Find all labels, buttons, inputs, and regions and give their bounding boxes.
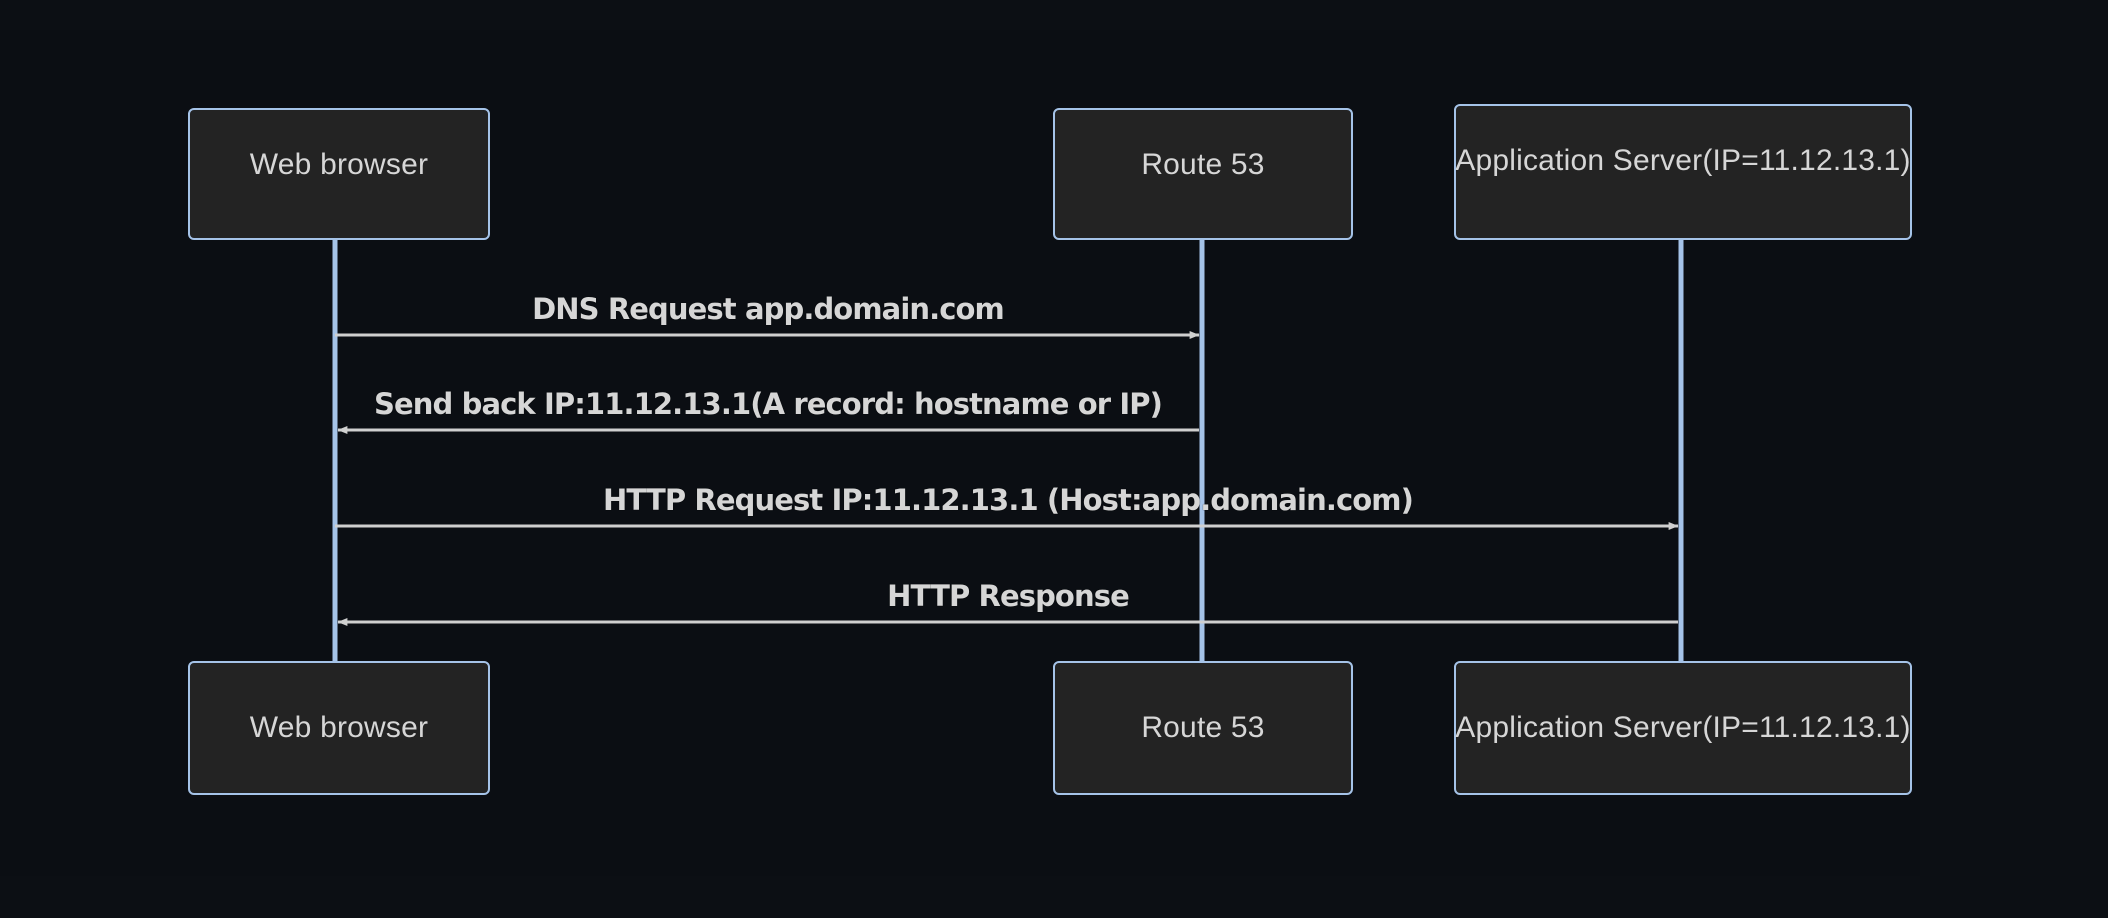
participant-box-top-route53[interactable]: Route 53 — [1053, 108, 1353, 240]
msg-http-request-label: HTTP Request IP:11.12.13.1 (Host:app.dom… — [603, 483, 1414, 517]
participant-label-top-route53: Route 53 — [1141, 148, 1265, 181]
participant-label-bottom-browser: Web browser — [249, 711, 429, 744]
message-arrows-group — [335, 331, 1679, 626]
participant-label-bottom-route53: Route 53 — [1141, 711, 1265, 744]
participant-label-top-appserver: Application Server(IP=11.12.13.1) — [1455, 144, 1911, 177]
msg-http-response-label: HTTP Response — [887, 579, 1130, 613]
participant-label-bottom-appserver: Application Server(IP=11.12.13.1) — [1455, 711, 1911, 744]
participant-box-bottom-route53[interactable]: Route 53 — [1053, 661, 1353, 795]
participant-label-top-browser: Web browser — [249, 148, 429, 181]
msg-dns-request-label: DNS Request app.domain.com — [532, 292, 1005, 326]
participant-box-bottom-appserver[interactable]: Application Server(IP=11.12.13.1) — [1454, 661, 1912, 795]
participant-box-top-appserver[interactable]: Application Server(IP=11.12.13.1) — [1454, 104, 1912, 240]
participant-box-top-browser[interactable]: Web browser — [188, 108, 490, 240]
lifelines-group — [332, 240, 1684, 661]
msg-dns-response-label: Send back IP:11.12.13.1(A record: hostna… — [374, 387, 1163, 421]
participant-box-bottom-browser[interactable]: Web browser — [188, 661, 490, 795]
